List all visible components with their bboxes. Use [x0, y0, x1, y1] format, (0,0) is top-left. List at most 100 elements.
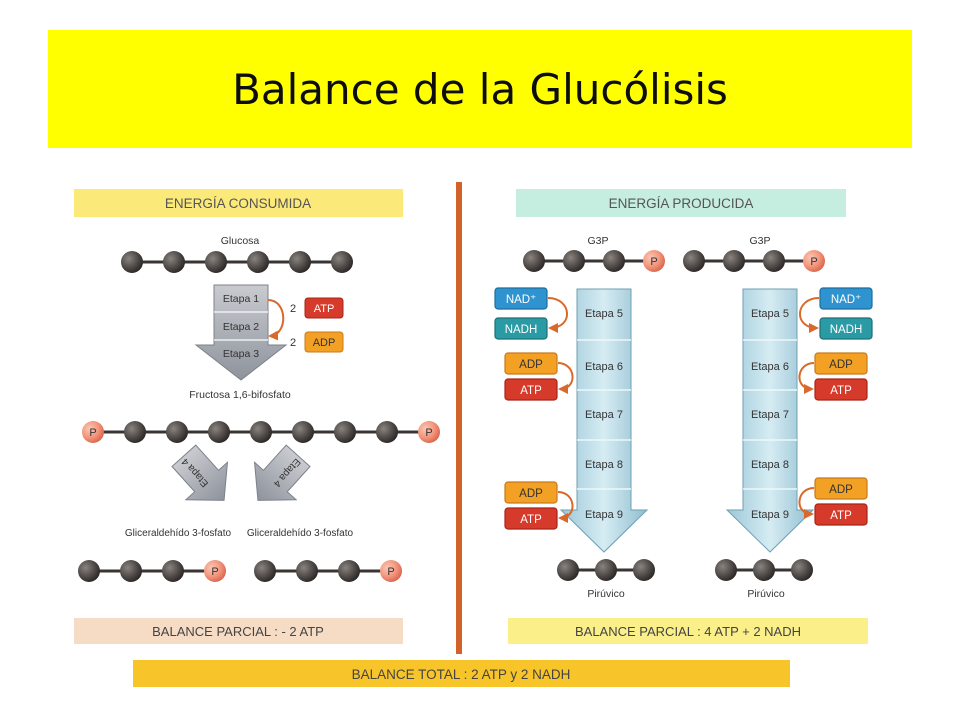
- adp-badge-label: ADP: [313, 337, 336, 349]
- carbon-atom: [120, 560, 142, 582]
- stage-1-label: Etapa 1: [223, 293, 259, 305]
- stage-2-label: Etapa 2: [223, 321, 259, 333]
- carbon-atom: [247, 251, 269, 273]
- atp-badge: [304, 297, 344, 319]
- stage-8-label: Etapa 8: [585, 459, 623, 471]
- right-partial-balance: BALANCE PARCIAL : 4 ATP + 2 NADH: [575, 624, 801, 639]
- pyruvate-label-b: Pirúvico: [747, 588, 785, 600]
- stage-3-label: Etapa 3: [223, 348, 259, 360]
- g3p-right-label: Gliceraldehído 3-fosfato: [247, 528, 354, 539]
- adp-badge: [504, 352, 558, 375]
- adp-badge-label: ADP: [519, 488, 543, 500]
- carbon-atom: [292, 421, 314, 443]
- g3p-label-right: G3P: [749, 235, 770, 247]
- produced-header-box: [516, 189, 846, 217]
- adp-badge-label: ADP: [519, 359, 543, 371]
- fructose-label: Fructosa 1,6-bifosfato: [189, 389, 291, 401]
- g3p-molecule-b: P: [683, 250, 825, 272]
- atp-badge-label: ATP: [830, 385, 852, 397]
- stage-6-label: Etapa 6: [585, 361, 623, 373]
- pyruvate-molecule-a: [557, 559, 655, 581]
- carbon-atom: [254, 560, 276, 582]
- carbon-atom: [376, 421, 398, 443]
- title-bar: Balance de la Glucólisis: [48, 30, 912, 148]
- atp-badge: [504, 507, 558, 530]
- g3p-molecule-a: P: [523, 250, 665, 272]
- atp-badge: [504, 378, 558, 401]
- phosphate-label: P: [211, 566, 218, 578]
- consumed-header-box: [74, 189, 403, 217]
- g3p-left-molecule: P: [78, 560, 226, 582]
- carbon-atom: [121, 251, 143, 273]
- phosphate-atom: [418, 421, 440, 443]
- g3p-right-molecule: P: [254, 560, 402, 582]
- phosphate-atom: [803, 250, 825, 272]
- atp-count: 2: [290, 303, 296, 315]
- phosphate-atom: [380, 560, 402, 582]
- phosphate-label: P: [425, 427, 432, 439]
- carbon-atom: [166, 421, 188, 443]
- carbon-atom: [723, 250, 745, 272]
- glucose-label: Glucosa: [221, 235, 260, 247]
- produced-header: ENERGÍA PRODUCIDA: [609, 196, 754, 211]
- carbon-atom: [205, 251, 227, 273]
- carbon-atom: [163, 251, 185, 273]
- nad-badge-label: NAD⁺: [506, 294, 536, 306]
- atp-badge-label: ATP: [314, 303, 335, 315]
- pyruvate-molecule-b: [715, 559, 813, 581]
- carbon-atom: [78, 560, 100, 582]
- phosphate-label: P: [810, 256, 817, 268]
- nadh-badge-label: NADH: [505, 324, 538, 336]
- phosphate-atom: [82, 421, 104, 443]
- atp-badge: [814, 378, 868, 401]
- g3p-left-label: Gliceraldehído 3-fosfato: [125, 528, 232, 539]
- atp-badge: [814, 503, 868, 526]
- stage-4-arrow-right: Etapa 4: [253, 444, 311, 501]
- left-partial-balance: BALANCE PARCIAL : - 2 ATP: [152, 624, 324, 639]
- total-balance: BALANCE TOTAL : 2 ATP y 2 NADH: [352, 667, 571, 682]
- carbon-atom: [289, 251, 311, 273]
- adp-badge: [504, 481, 558, 504]
- phosphate-atom: [204, 560, 226, 582]
- carbon-atom: [563, 250, 585, 272]
- carbon-atom: [338, 560, 360, 582]
- atp-badge-label: ATP: [520, 514, 542, 526]
- nad-badge: [494, 287, 548, 310]
- stage-7-label: Etapa 7: [585, 409, 623, 421]
- carbon-atom: [162, 560, 184, 582]
- adp-badge: [814, 477, 868, 500]
- carbon-atom: [633, 559, 655, 581]
- atp-badge-label: ATP: [520, 385, 542, 397]
- stage-9-label: Etapa 9: [585, 509, 623, 521]
- phosphate-atom: [643, 250, 665, 272]
- adp-badge: [814, 352, 868, 375]
- carbon-atom: [753, 559, 775, 581]
- g3p-label-left: G3P: [587, 235, 608, 247]
- carbon-atom: [763, 250, 785, 272]
- total-balance-box: [133, 660, 790, 687]
- nadh-badge: [494, 317, 548, 340]
- stages-1-3-arrow: Etapa 1 Etapa 2 Etapa 3: [194, 284, 288, 381]
- phosphate-label: P: [89, 427, 96, 439]
- carbon-atom: [603, 250, 625, 272]
- cofactors-left: NAD⁺ NADH ADP ATP ADP ATP: [494, 287, 574, 530]
- carbon-atom: [208, 421, 230, 443]
- carbon-atom: [715, 559, 737, 581]
- carbon-atom: [124, 421, 146, 443]
- nadh-badge-label: NADH: [830, 324, 863, 336]
- adp-badge-label: ADP: [829, 484, 853, 496]
- page-title: Balance de la Glucólisis: [232, 64, 728, 114]
- carbon-atom: [791, 559, 813, 581]
- nadh-badge: [819, 317, 873, 340]
- consumed-header: ENERGÍA CONSUMIDA: [165, 196, 311, 211]
- stage-5-label: Etapa 5: [751, 308, 789, 320]
- phosphate-label: P: [650, 256, 657, 268]
- adp-badge: [304, 331, 344, 353]
- adp-count: 2: [290, 337, 296, 349]
- right-partial-balance-box: [508, 618, 868, 644]
- stage-4-arrow-left: Etapa 4: [171, 444, 229, 501]
